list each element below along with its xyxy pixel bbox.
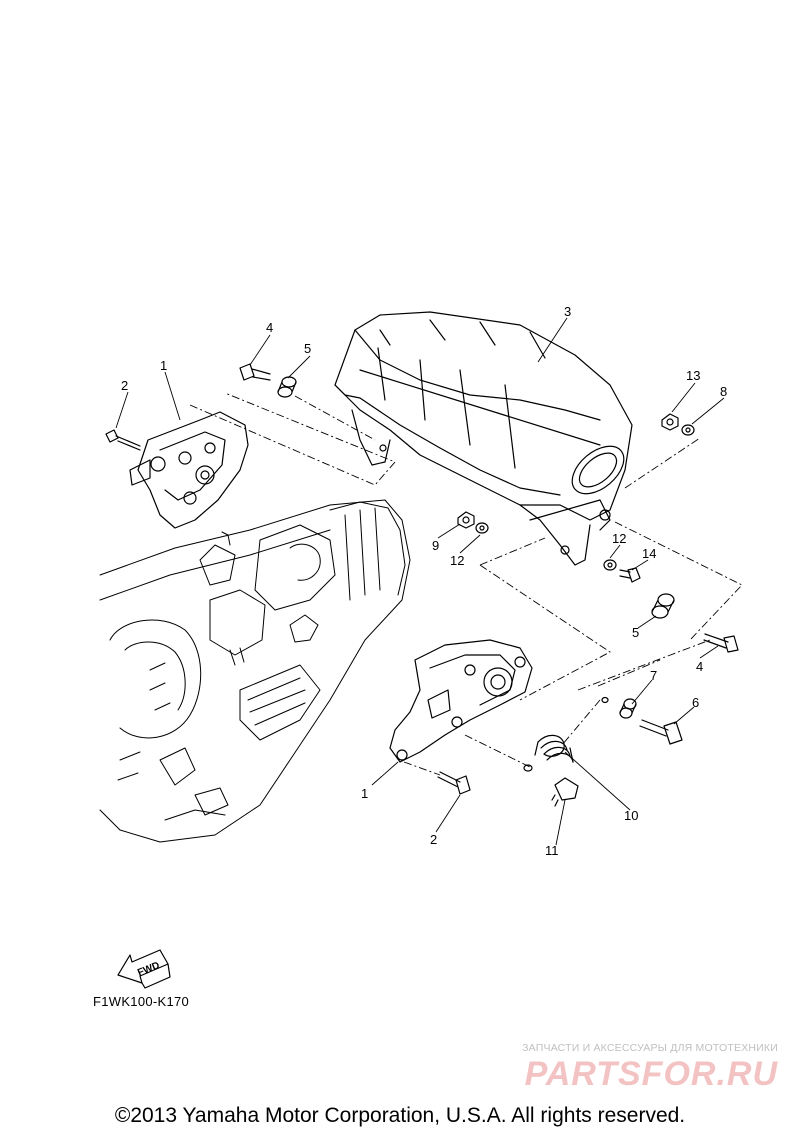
callout-1-upper: 1	[160, 358, 167, 373]
callout-7: 7	[650, 668, 657, 683]
callout-2-upper: 2	[121, 378, 128, 393]
callout-10: 10	[624, 808, 638, 823]
callout-11: 11	[545, 843, 559, 858]
collar-7	[619, 698, 637, 719]
callout-1-lower: 1	[361, 786, 368, 801]
collar-5-upper	[277, 376, 297, 398]
leader-lines	[115, 317, 725, 846]
fwd-arrow-icon: FWD	[117, 949, 171, 989]
intake-grille-3	[334, 311, 633, 566]
callout-8: 8	[720, 384, 727, 399]
washer-12-left	[475, 522, 489, 534]
callout-2-lower: 2	[430, 832, 437, 847]
watermark-tagline: ЗАПЧАСТИ И АКСЕССУАРЫ ДЛЯ МОТОТЕХНИКИ	[522, 1042, 778, 1054]
callout-14: 14	[642, 546, 656, 561]
assembly-lines	[189, 392, 743, 776]
nut-9	[457, 511, 475, 529]
watermark-logo: PARTSFOR.RU	[524, 1055, 778, 1093]
bolt-4-upper	[239, 363, 271, 381]
callout-5-lower: 5	[632, 625, 639, 640]
washer-12-right	[603, 559, 617, 571]
callout-13: 13	[686, 368, 700, 383]
callout-12-right: 12	[612, 531, 626, 546]
washer-8	[681, 424, 695, 436]
o-ring	[523, 764, 533, 772]
diagram-code: F1WK100-K170	[93, 994, 190, 1009]
callout-labels: 4 5 2 1 3 13 8 9 12 12 14 5 4 7 6 1 2 10…	[121, 304, 727, 858]
collar-5-lower	[651, 593, 675, 619]
watermark: ЗАПЧАСТИ И АКСЕССУАРЫ ДЛЯ МОТОТЕХНИКИ PA…	[478, 1042, 778, 1094]
callout-9: 9	[432, 538, 439, 553]
bolt-6	[639, 719, 683, 745]
bolt-11	[551, 777, 579, 807]
nut-13	[661, 413, 679, 431]
callout-4-lower: 4	[696, 659, 703, 674]
engine-mount-lower	[389, 639, 533, 763]
callout-3: 3	[564, 304, 571, 319]
bolt-4-lower	[703, 633, 739, 653]
callout-5-upper: 5	[304, 341, 311, 356]
callout-6: 6	[692, 695, 699, 710]
engine-block	[99, 499, 411, 843]
bolt-14	[619, 567, 641, 583]
callout-4-upper: 4	[266, 320, 273, 335]
bolt-2-lower	[437, 771, 471, 795]
engine-mount-upper-left	[129, 411, 249, 529]
bolt-2-upper	[105, 429, 141, 451]
callout-12-left: 12	[450, 553, 464, 568]
copyright-notice: ©2013 Yamaha Motor Corporation, U.S.A. A…	[114, 1104, 686, 1127]
spring-10	[534, 734, 574, 763]
o-ring-small	[601, 696, 609, 704]
